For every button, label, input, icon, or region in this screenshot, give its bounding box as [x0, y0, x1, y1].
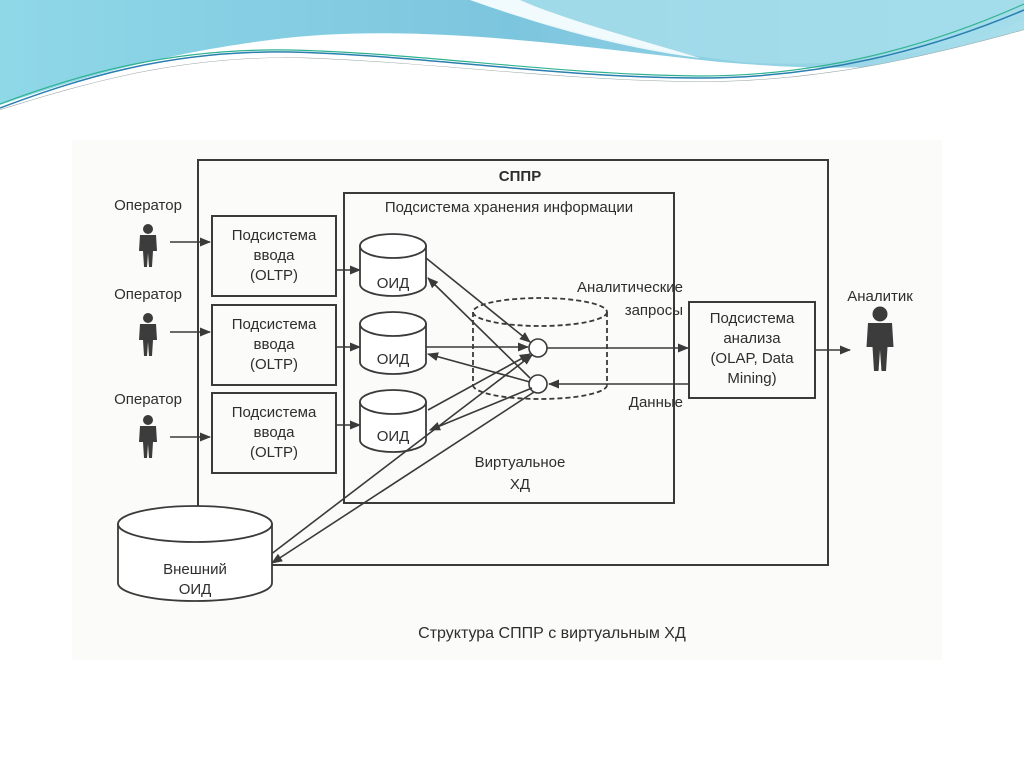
input-subsystem-label: (OLTP): [250, 356, 298, 373]
db-link: [426, 352, 531, 383]
database-label: ОИД: [377, 275, 410, 292]
db-link: [428, 387, 533, 431]
virtual-dw-label: Виртуальное: [475, 454, 566, 471]
query-node: [528, 338, 548, 358]
external-db-link: [271, 391, 535, 564]
analysis-subsystem-label: Подсистема: [710, 310, 795, 327]
analysis-subsystem-label: (OLAP, Data: [710, 350, 794, 367]
input-subsystem-label: ввода: [254, 336, 296, 353]
operator-2: Оператор: [114, 286, 182, 356]
input-subsystem-label: (OLTP): [250, 444, 298, 461]
input-subsystem-1: Подсистема ввода (OLTP): [211, 215, 337, 297]
person-icon: [139, 415, 157, 458]
analyst-label: Аналитик: [847, 288, 913, 305]
oid-database-1: ОИД: [359, 233, 427, 297]
input-subsystem-label: Подсистема: [232, 227, 317, 244]
person-icon: [139, 224, 157, 267]
db-link: [427, 353, 531, 411]
sppr-title: СППР: [499, 168, 541, 185]
person-icon: [866, 306, 894, 371]
database-label: ОИД: [377, 351, 410, 368]
analysis-subsystem-label: анализа: [723, 330, 781, 347]
virtual-dw-label: ХД: [510, 476, 530, 493]
input-subsystem-2: Подсистема ввода (OLTP): [211, 304, 337, 386]
queries-label: Аналитические: [577, 279, 683, 296]
database-label: ОИД: [377, 428, 410, 445]
input-subsystem-label: Подсистема: [232, 404, 317, 421]
data-node: [528, 374, 548, 394]
person-icon: [139, 313, 157, 356]
db-link: [425, 257, 531, 343]
oid-database-2: ОИД: [359, 311, 427, 375]
operator-1: Оператор: [114, 197, 182, 267]
input-subsystem-label: ввода: [254, 424, 296, 441]
figure-caption: Структура СППР с виртуальным ХД: [418, 625, 686, 642]
queries-label: запросы: [625, 302, 683, 319]
input-subsystem-label: ввода: [254, 247, 296, 264]
analysis-subsystem-label: Mining): [727, 370, 776, 387]
input-subsystem-3: Подсистема ввода (OLTP): [211, 392, 337, 474]
input-subsystem-label: Подсистема: [232, 316, 317, 333]
external-db-label: ОИД: [179, 581, 212, 598]
external-db-link: [269, 354, 533, 556]
operator-3: Оператор: [114, 391, 182, 458]
external-db-label: Внешний: [163, 561, 227, 578]
header-wave-decoration: [0, 0, 1024, 120]
db-link: [427, 277, 531, 379]
analysis-subsystem: Подсистема анализа (OLAP, Data Mining): [688, 301, 816, 399]
operator-label: Оператор: [114, 286, 182, 303]
operator-label: Оператор: [114, 391, 182, 408]
oid-database-3: ОИД: [359, 389, 427, 453]
input-subsystem-label: (OLTP): [250, 267, 298, 284]
storage-subsystem-title: Подсистема хранения информации: [385, 199, 633, 216]
data-label: Данные: [629, 394, 683, 411]
external-oid-database: Внешний ОИД: [117, 505, 273, 602]
operator-label: Оператор: [114, 197, 182, 214]
sppr-system-box: [197, 159, 829, 566]
